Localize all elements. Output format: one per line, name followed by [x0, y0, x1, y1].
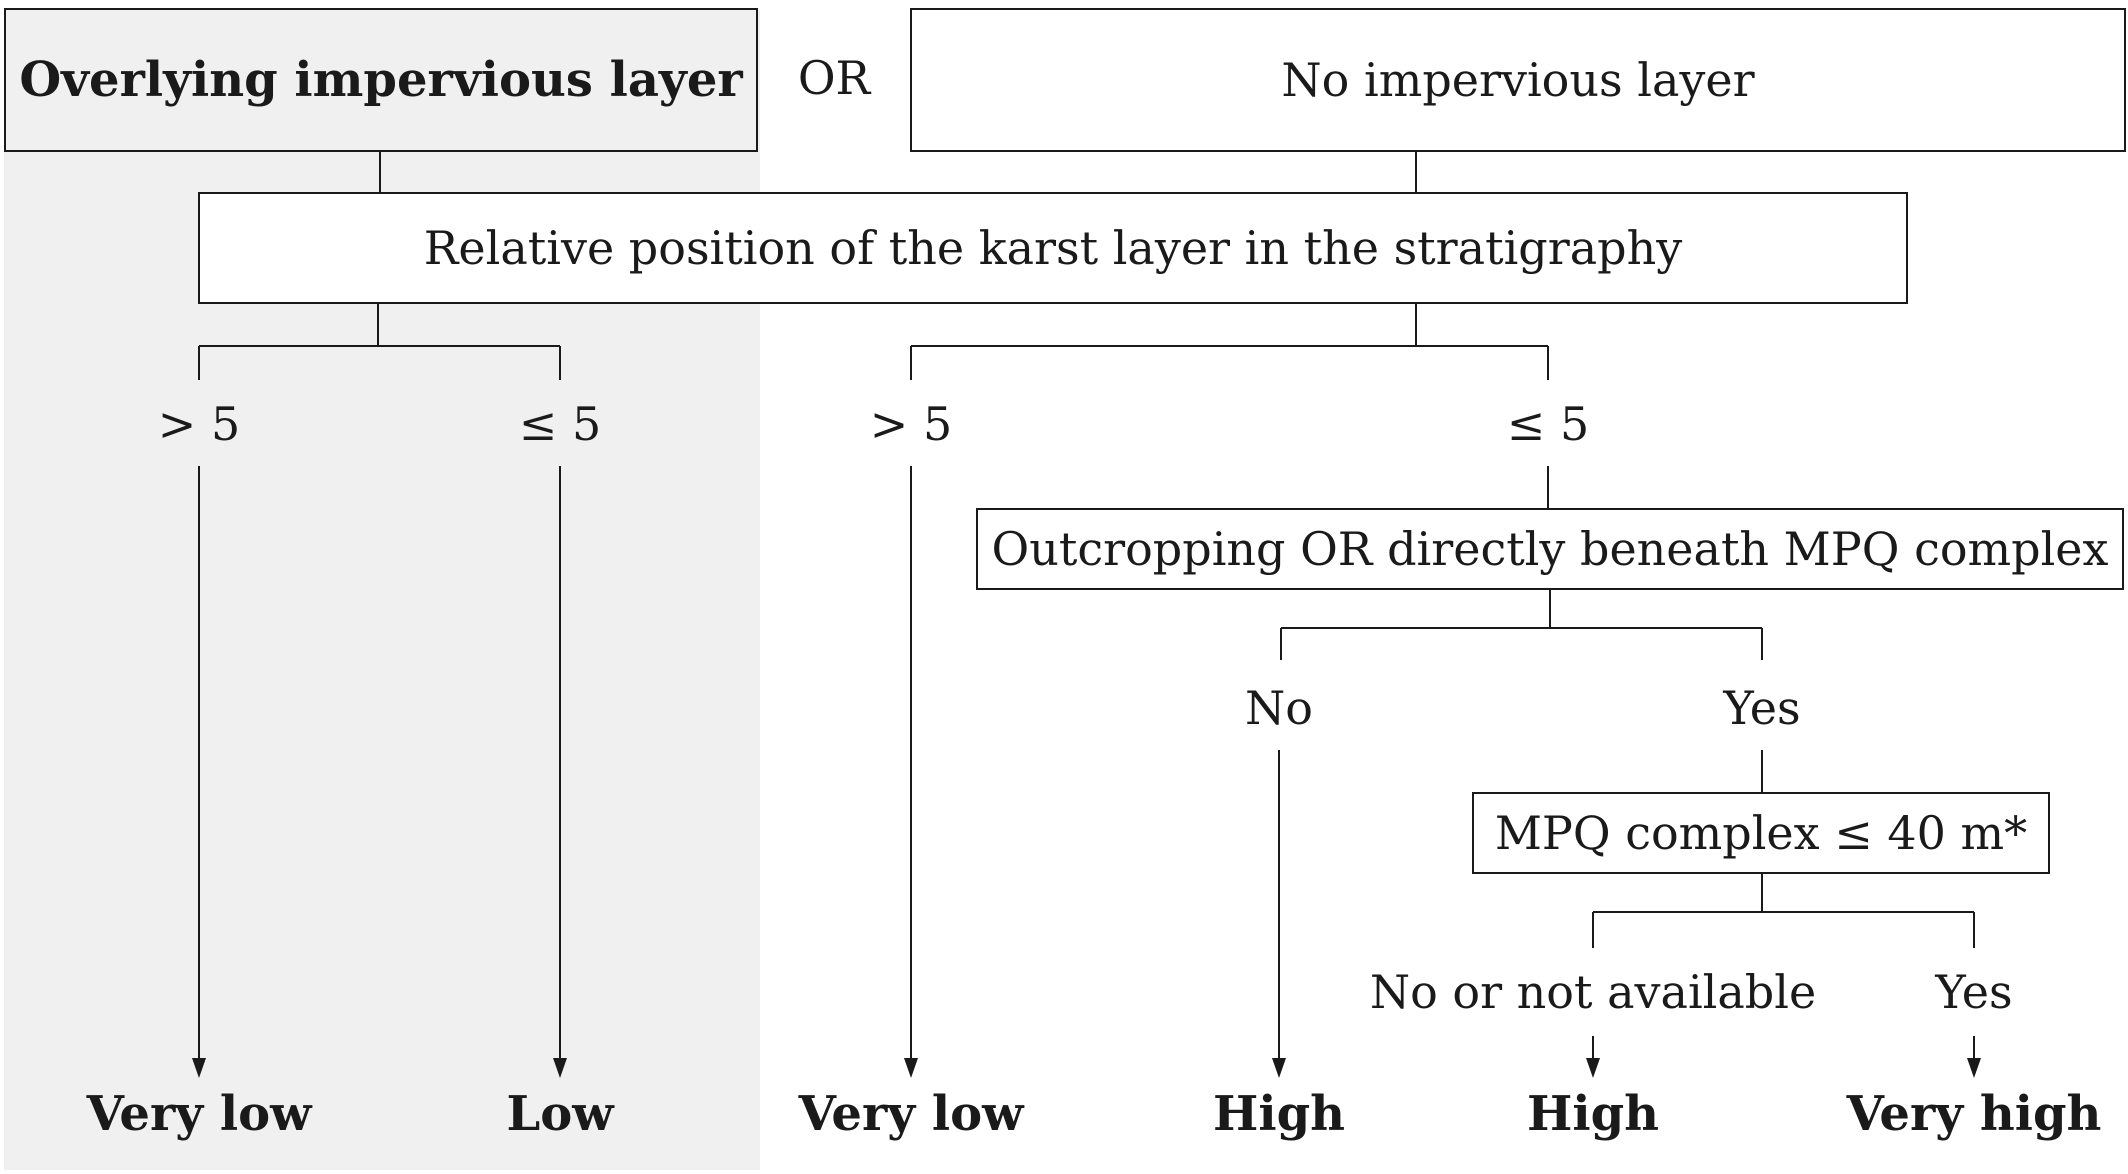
- result-high-2: High: [1526, 1086, 1660, 1142]
- or-label: OR: [797, 51, 871, 105]
- no-impervious-layer-label: No impervious layer: [1281, 53, 1755, 107]
- result-very-high: Very high: [1846, 1086, 2102, 1142]
- mpq-yes-label: Yes: [1935, 965, 2013, 1019]
- outcropping-label: Outcropping OR directly beneath MPQ comp…: [991, 522, 2109, 576]
- mpq-no-label: No or not available: [1369, 965, 1817, 1019]
- result-very-low-1: Very low: [86, 1086, 312, 1142]
- mpq-complex-label: MPQ complex ≤ 40 m*: [1494, 806, 2028, 860]
- left-le5-label: ≤ 5: [518, 397, 602, 451]
- result-very-low-2: Very low: [798, 1086, 1024, 1142]
- outcropping-yes-label: Yes: [1723, 681, 1801, 735]
- mpq-complex-box: MPQ complex ≤ 40 m*: [1472, 792, 2050, 874]
- left-gt5-label: > 5: [157, 397, 241, 451]
- no-impervious-layer-box: No impervious layer: [910, 8, 2126, 152]
- outcropping-box: Outcropping OR directly beneath MPQ comp…: [976, 508, 2124, 590]
- stratigraphy-label: Relative position of the karst layer in …: [423, 221, 1683, 275]
- stratigraphy-box: Relative position of the karst layer in …: [198, 192, 1908, 304]
- result-low: Low: [506, 1086, 614, 1142]
- impervious-layer-box: Overlying impervious layer: [4, 8, 758, 152]
- outcropping-no-label: No: [1245, 681, 1313, 735]
- right-le5-label: ≤ 5: [1506, 397, 1590, 451]
- result-high-1: High: [1212, 1086, 1346, 1142]
- impervious-layer-label: Overlying impervious layer: [19, 52, 743, 108]
- right-gt5-label: > 5: [869, 397, 953, 451]
